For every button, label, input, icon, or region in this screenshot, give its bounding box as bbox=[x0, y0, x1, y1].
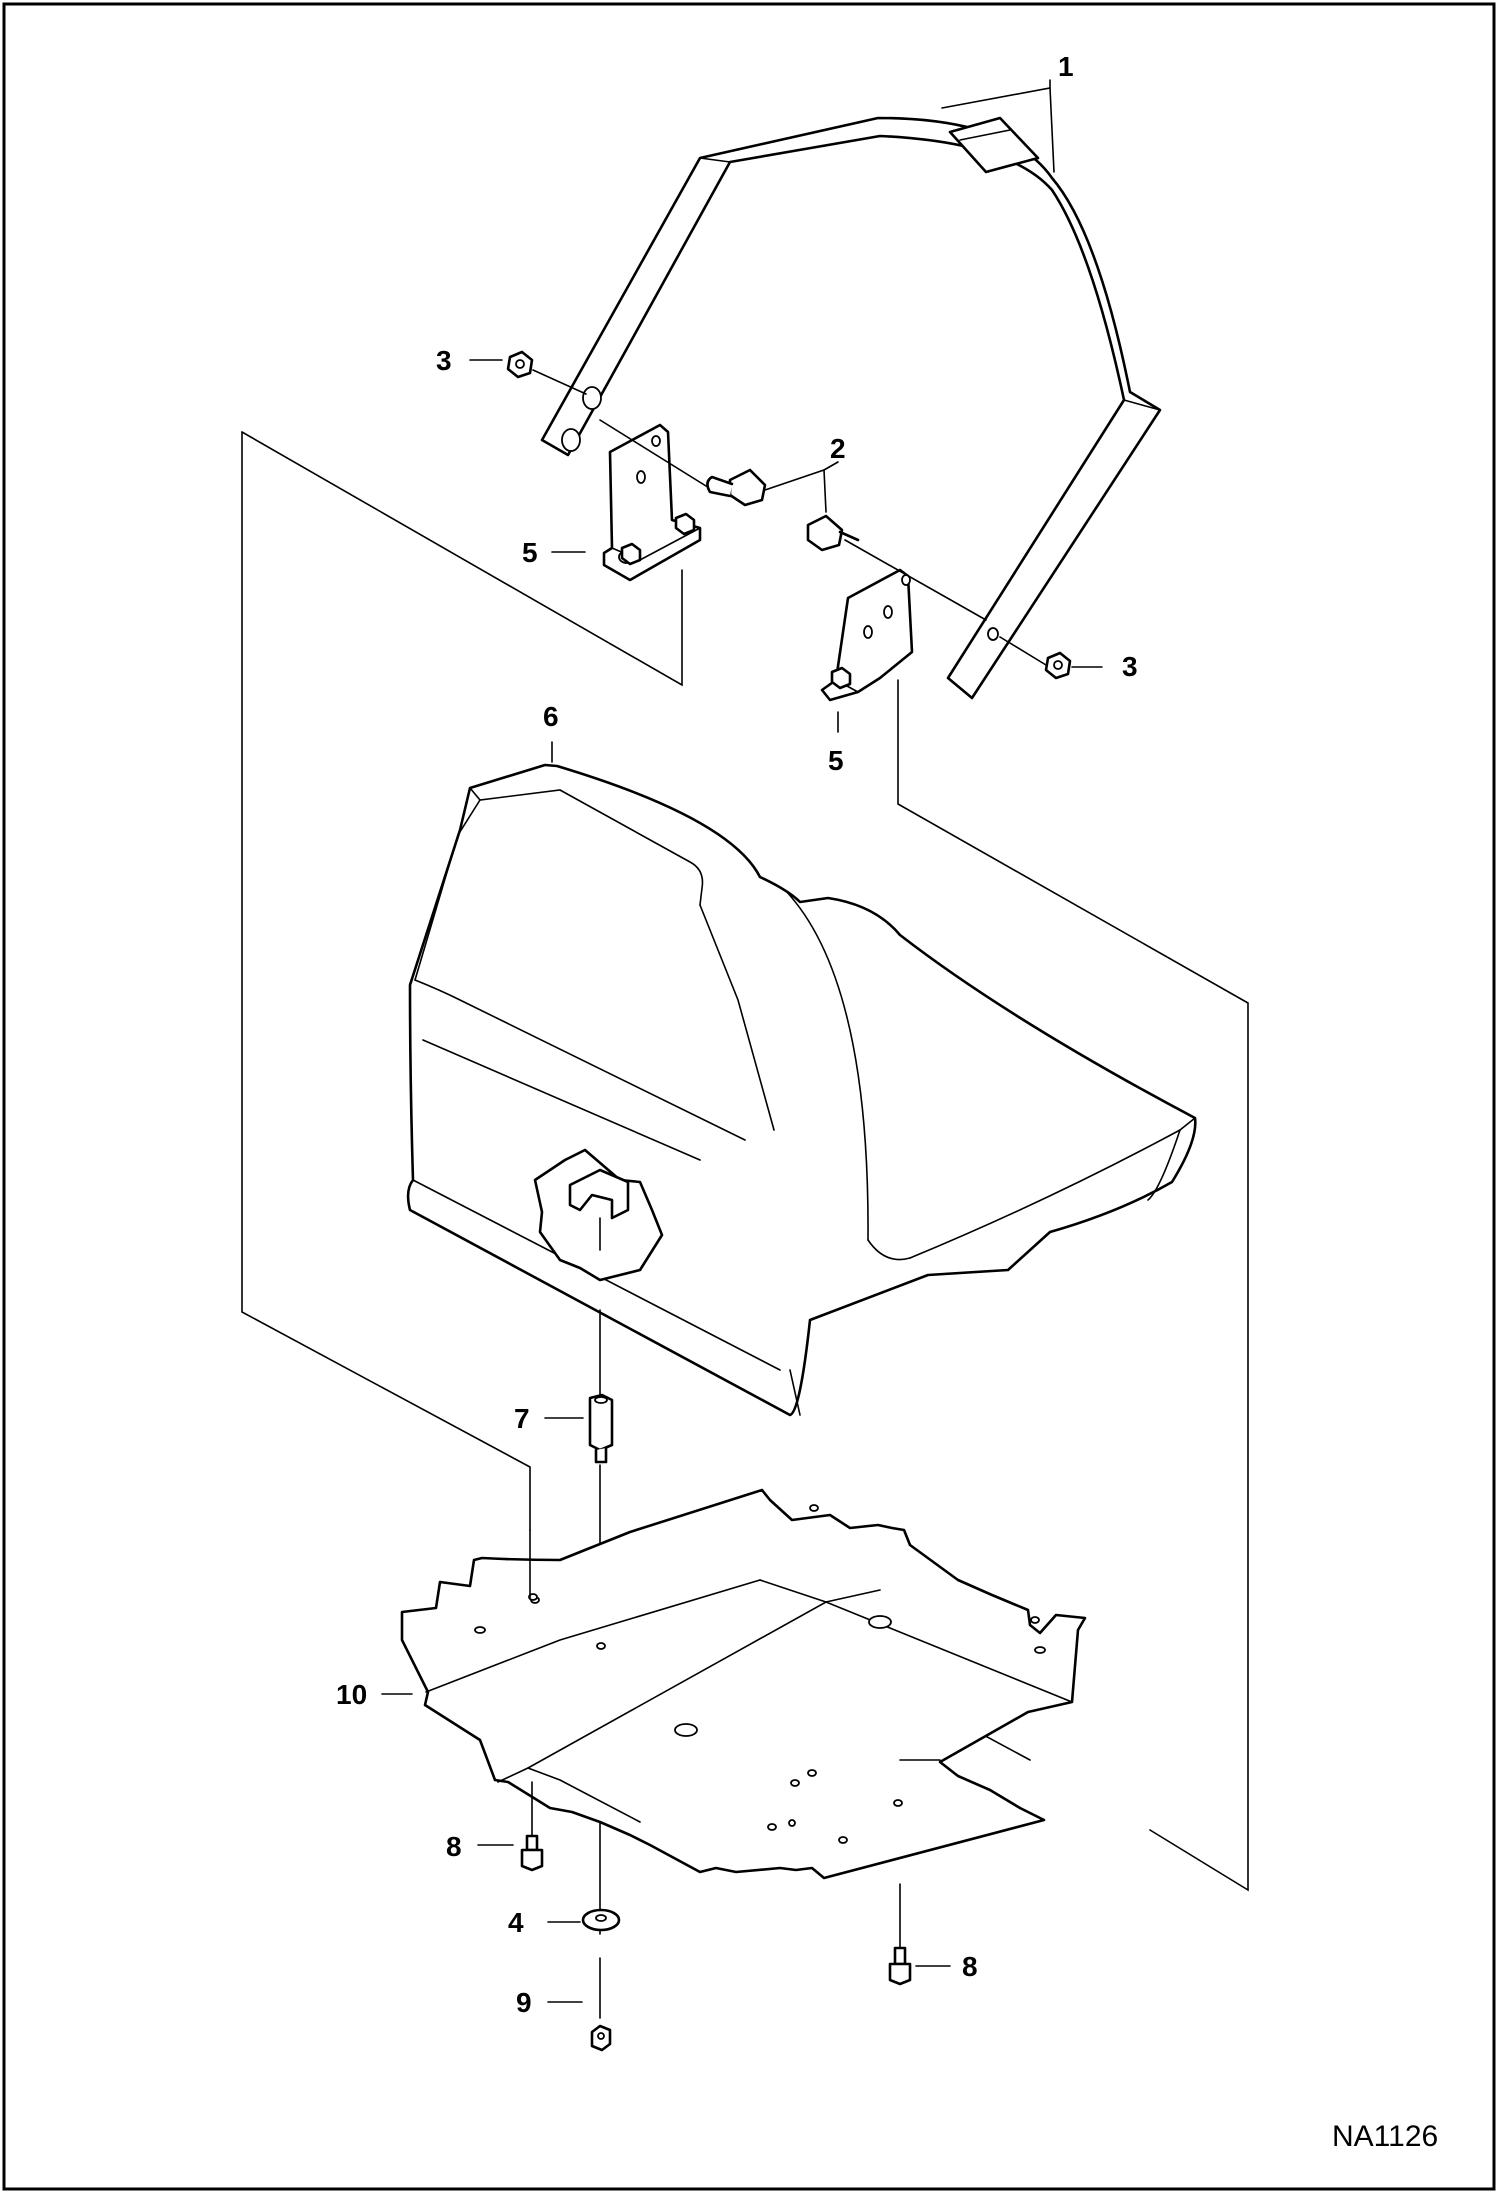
callout-3-left: 3 bbox=[436, 345, 452, 376]
callout-6: 6 bbox=[543, 701, 559, 732]
callout-9: 9 bbox=[516, 1987, 532, 2018]
part-9-nut bbox=[590, 2024, 612, 2052]
leader-nut-left bbox=[532, 369, 587, 395]
callout-10: 10 bbox=[336, 1679, 367, 1710]
part-5-bracket-left bbox=[602, 423, 702, 582]
callout-8-right: 8 bbox=[962, 1951, 978, 1982]
part-6-seat bbox=[406, 763, 1197, 1417]
callout-leaders bbox=[381, 79, 1103, 2003]
part-5-bracket-right bbox=[820, 568, 914, 702]
callout-8-left: 8 bbox=[446, 1831, 462, 1862]
callout-4: 4 bbox=[508, 1907, 524, 1938]
callout-1: 1 bbox=[1058, 51, 1074, 82]
part-8-bolt-left bbox=[520, 1834, 544, 1872]
part-1-seat-bar bbox=[540, 116, 1162, 700]
diagram-code: NA1126 bbox=[1332, 2120, 1438, 2153]
part-2-bolt-right bbox=[806, 514, 860, 552]
part-3-nut-left bbox=[506, 350, 534, 379]
part-3-nut-right bbox=[1044, 651, 1072, 680]
part-4-washer bbox=[581, 1908, 621, 1932]
part-7-stud bbox=[588, 1393, 614, 1464]
callout-5-left: 5 bbox=[522, 537, 538, 568]
callout-7: 7 bbox=[514, 1403, 530, 1434]
part-2-bolt-left bbox=[706, 468, 767, 507]
part-10-mounting-plate bbox=[400, 1488, 1087, 1880]
callout-5-right: 5 bbox=[828, 745, 844, 776]
leader-bolt-left bbox=[599, 419, 707, 487]
callout-3-right: 3 bbox=[1122, 651, 1138, 682]
belt-buckle bbox=[948, 116, 1040, 174]
part-8-bolt-right bbox=[888, 1946, 912, 1986]
leader-bolt-right bbox=[844, 539, 987, 621]
leader-nut-right bbox=[999, 636, 1047, 666]
callout-2: 2 bbox=[830, 433, 846, 464]
